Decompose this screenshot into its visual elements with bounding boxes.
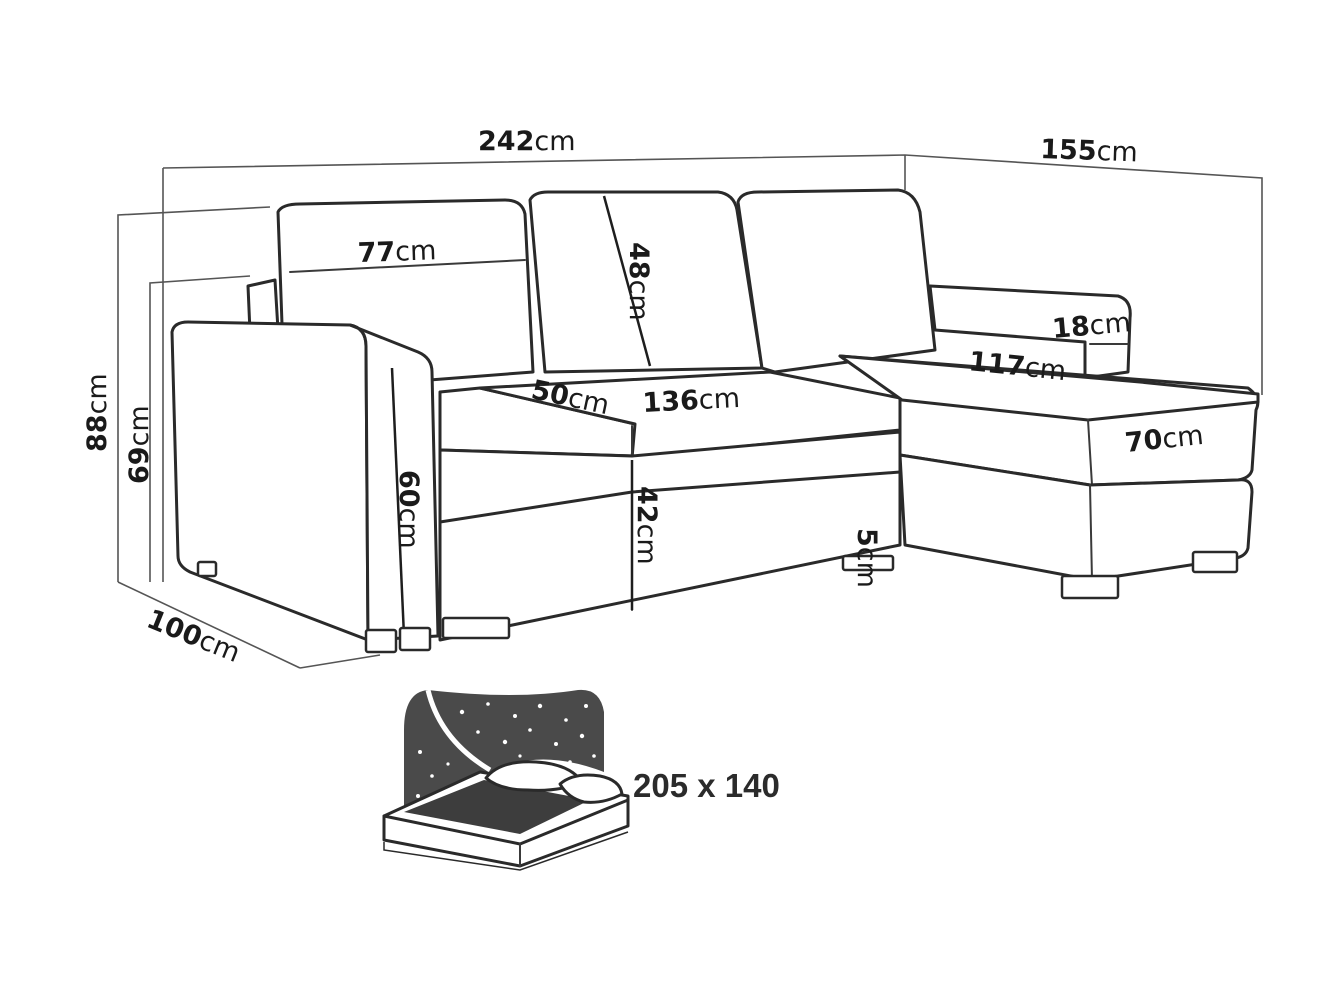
- back-cushion-right: [736, 188, 937, 374]
- label-armrest-width: 18cm: [1051, 307, 1132, 345]
- label-back-frame-height: 69cm: [124, 405, 155, 484]
- seat-cushions: [438, 354, 1260, 611]
- label-back-height: 48cm: [623, 242, 654, 321]
- label-seat-height: 42cm: [631, 486, 662, 565]
- label-cushion-width: 77cm: [357, 235, 437, 269]
- left-armrest: [170, 320, 440, 642]
- sofa-legs: [196, 550, 1239, 654]
- sleeping-area-label: 205 x 140: [633, 767, 780, 804]
- label-chaise-width: 70cm: [1123, 420, 1205, 459]
- label-depth: 100cm: [142, 604, 244, 669]
- sofa-base: [438, 430, 1254, 642]
- back-cushion-middle: [528, 190, 764, 374]
- label-leg-height: 5cm: [851, 528, 882, 588]
- label-overall-height: 88cm: [82, 373, 113, 452]
- stars: [416, 702, 596, 798]
- label-seat-width: 136cm: [642, 383, 741, 419]
- back-cushions: [276, 188, 937, 392]
- starry-night-icon: [404, 689, 604, 810]
- chaise-armrest: [928, 284, 1132, 380]
- bed-with-pillows-icon: 205 x 140: [382, 689, 780, 871]
- label-armrest-height: 60cm: [393, 470, 424, 549]
- label-chaise-length: 155cm: [1040, 134, 1139, 168]
- dimension-guides: [117, 154, 1263, 669]
- dimension-labels: 242cm 155cm 77cm 48cm 18cm 50cm 136cm 11…: [82, 126, 1205, 669]
- back-height-line: [602, 195, 652, 367]
- label-total-width: 242cm: [478, 126, 576, 157]
- label-chaise-seat: 117cm: [967, 346, 1067, 387]
